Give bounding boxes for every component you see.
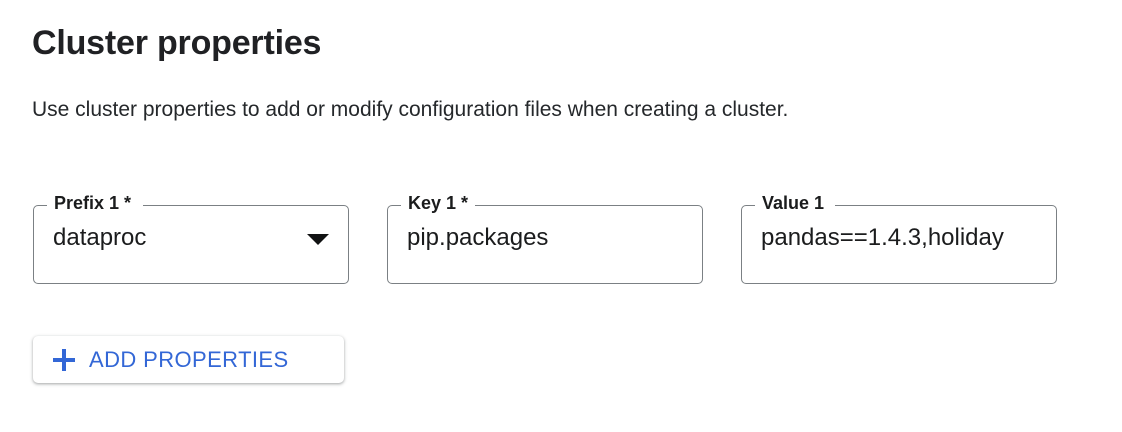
prefix-1-value[interactable]: dataproc [53,224,147,251]
page-title: Cluster properties [32,24,322,62]
prefix-1-field[interactable]: Prefix 1 * dataproc [33,192,349,284]
properties-field-row: Prefix 1 * dataproc Key 1 * pip.packages… [33,192,1057,284]
value-1-field[interactable]: Value 1 pandas==1.4.3,holiday [741,192,1057,284]
key-1-field[interactable]: Key 1 * pip.packages [387,192,703,284]
key-1-input[interactable]: pip.packages [407,224,549,251]
value-1-label: Value 1 [759,192,828,214]
value-1-input[interactable]: pandas==1.4.3,holiday [761,224,1004,251]
plus-icon [53,348,75,371]
prefix-1-label: Prefix 1 * [51,192,135,214]
add-properties-label: ADD PROPERTIES [89,346,289,372]
chevron-down-icon[interactable] [307,234,329,245]
page-description: Use cluster properties to add or modify … [32,98,789,121]
key-1-label: Key 1 * [405,192,472,214]
add-properties-button[interactable]: ADD PROPERTIES [33,336,344,383]
